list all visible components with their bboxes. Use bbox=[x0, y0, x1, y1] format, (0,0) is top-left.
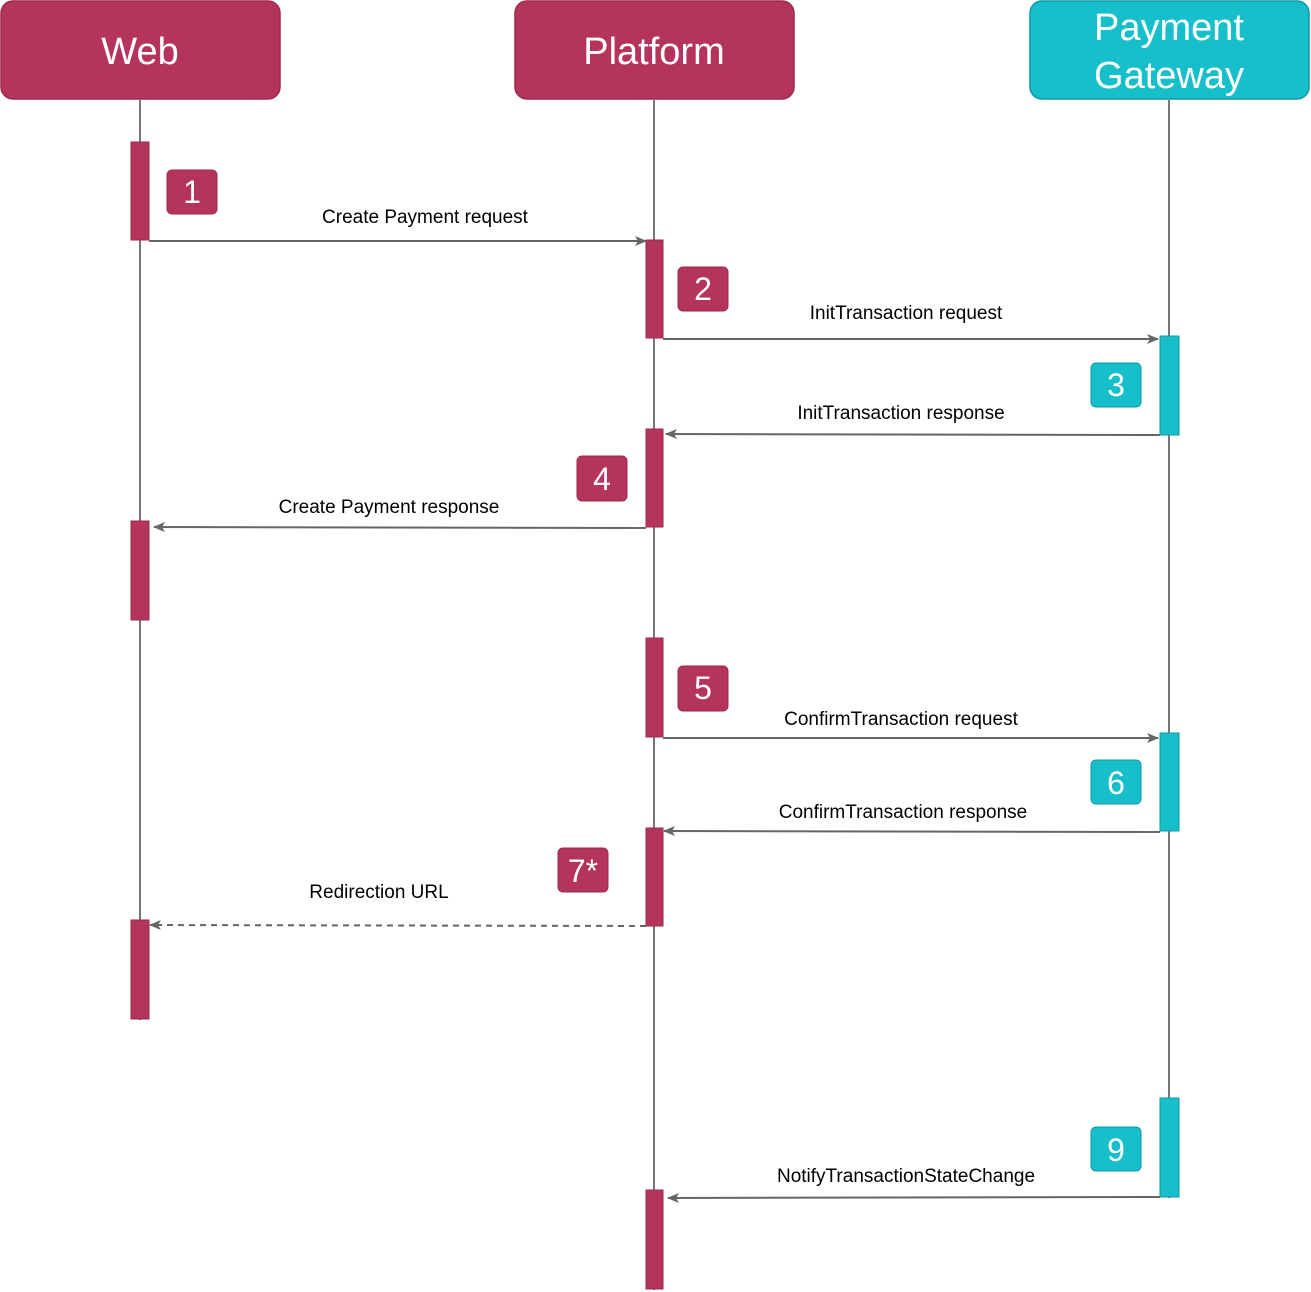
message-init-transaction-request-label: InitTransaction request bbox=[810, 303, 1003, 324]
message-create-payment-response-label: Create Payment response bbox=[279, 497, 500, 518]
message-confirm-transaction-response-label: ConfirmTransaction response bbox=[779, 802, 1028, 823]
activation-bar-gateway bbox=[1159, 335, 1180, 436]
actor-payment-gateway-label: Payment bbox=[1094, 7, 1244, 49]
activation-bar-web bbox=[130, 520, 150, 621]
step-badge-label: 3 bbox=[1107, 367, 1125, 403]
activation-bar-platform bbox=[645, 637, 664, 738]
message-redirection-url-arrow bbox=[149, 920, 647, 931]
step-badges: 1 2 3 4 5 6 7* bbox=[166, 169, 1142, 1172]
message-redirection-url-label: Redirection URL bbox=[309, 882, 448, 903]
messages: Create Payment request InitTransaction r… bbox=[149, 207, 1161, 1203]
step-badge-label: 4 bbox=[593, 461, 611, 497]
activation-bar-web bbox=[130, 141, 150, 241]
step-badge: 9 bbox=[1090, 1126, 1142, 1172]
step-badge: 2 bbox=[677, 266, 729, 312]
step-badge-label: 6 bbox=[1107, 765, 1125, 801]
step-badge-box bbox=[1090, 362, 1142, 408]
step-badge-box bbox=[1090, 759, 1142, 805]
step-badge: 5 bbox=[677, 665, 729, 712]
actor-web-label: Web bbox=[101, 31, 178, 73]
actor-payment-gateway-label-line2: Gateway bbox=[1094, 55, 1244, 97]
message-create-payment-request-label: Create Payment request bbox=[322, 207, 529, 228]
actor-web-box bbox=[0, 0, 281, 100]
message-notify-transaction-state-change-label: NotifyTransactionStateChange bbox=[777, 1166, 1035, 1187]
step-badge: 6 bbox=[1090, 759, 1142, 805]
activation-bar-platform bbox=[645, 827, 664, 927]
activation-bar-platform bbox=[645, 1189, 664, 1290]
actor-platform-box bbox=[514, 0, 795, 100]
step-badge-box bbox=[576, 455, 628, 502]
step-badge-label: 5 bbox=[694, 670, 712, 706]
message-confirm-transaction-request-label: ConfirmTransaction request bbox=[784, 709, 1018, 730]
actor-payment-gateway-box bbox=[1029, 0, 1310, 100]
step-badge: 4 bbox=[576, 455, 628, 502]
step-badge-box bbox=[166, 169, 218, 215]
activation-bar-gateway bbox=[1159, 732, 1180, 832]
message-init-transaction-response-arrow bbox=[665, 429, 1161, 440]
activation-bar-platform bbox=[645, 239, 664, 339]
message-notify-transaction-state-change-arrow bbox=[667, 1192, 1161, 1203]
step-badge-label: 2 bbox=[694, 271, 712, 307]
step-badge-box bbox=[557, 847, 609, 893]
step-badge: 3 bbox=[1090, 362, 1142, 408]
step-badge-box bbox=[1090, 1126, 1142, 1172]
message-confirm-transaction-response-arrow bbox=[663, 826, 1161, 837]
actor-payment-gateway: Payment Gateway bbox=[1029, 0, 1310, 100]
activation-bars bbox=[130, 141, 1180, 1290]
actor-web: Web bbox=[0, 0, 281, 100]
actor-platform-label: Platform bbox=[583, 31, 724, 73]
message-init-transaction-response-label: InitTransaction response bbox=[797, 403, 1004, 424]
step-badge-label: 9 bbox=[1107, 1132, 1125, 1168]
step-badge-box bbox=[677, 266, 729, 312]
step-badge: 1 bbox=[166, 169, 218, 215]
step-badge-label: 1 bbox=[183, 174, 201, 210]
actor-platform: Platform bbox=[514, 0, 795, 100]
activation-bar-web bbox=[130, 919, 150, 1020]
step-badge-box bbox=[677, 665, 729, 712]
step-badge-label: 7* bbox=[568, 853, 598, 889]
step-badge: 7* bbox=[557, 847, 609, 893]
message-create-payment-response-arrow bbox=[153, 522, 647, 533]
activation-bar-gateway bbox=[1159, 1097, 1180, 1198]
activation-bar-platform bbox=[645, 428, 664, 528]
